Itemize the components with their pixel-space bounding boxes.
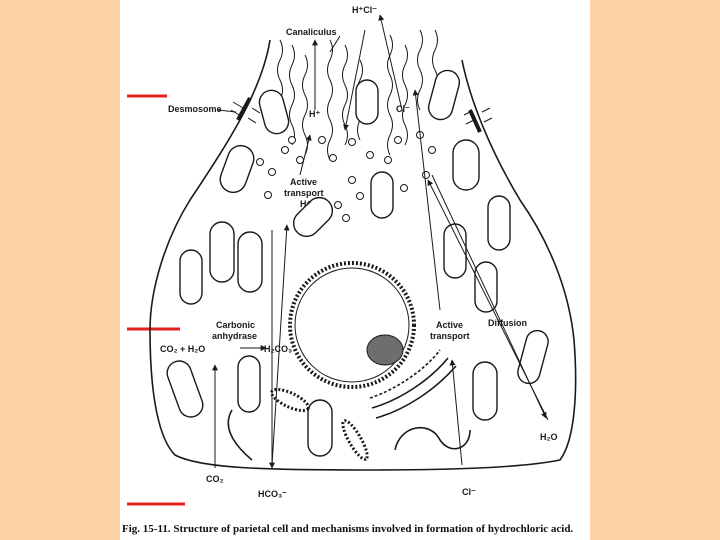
nucleus xyxy=(290,263,414,387)
label-canaliculus: Canaliculus xyxy=(286,27,337,37)
label-carbonic: Carbonic xyxy=(216,320,255,330)
label-co2: CO₂ xyxy=(206,474,224,484)
label-h2o: H₂O xyxy=(540,432,558,442)
label-h-plus-apical: H⁺ xyxy=(309,109,320,119)
label-hco3: HCO₃⁻ xyxy=(258,489,287,499)
desmosome-right xyxy=(464,108,492,132)
label-active-transport-h-line1: Active xyxy=(290,177,317,187)
label-active-transport-cl-line2: transport xyxy=(430,331,470,341)
label-active-transport-cl-line1: Active xyxy=(436,320,463,330)
label-anhydrase: anhydrase xyxy=(212,331,257,341)
label-h2co3: H₂CO₃ xyxy=(264,344,292,354)
label-diffusion: Diffusion xyxy=(488,318,527,328)
label-h-plus-transport: H⁺ xyxy=(300,199,311,209)
label-cl-minus-basal: Cl⁻ xyxy=(462,487,476,497)
figure-caption: Fig. 15-11. Structure of parietal cell a… xyxy=(122,523,573,535)
label-hcl-top: H⁺Cl⁻ xyxy=(352,5,377,15)
label-desmosome: Desmosome xyxy=(168,104,222,114)
label-cl-minus-apical: Cl⁻ xyxy=(396,104,410,114)
vesicles xyxy=(257,132,436,222)
label-co2-h2o: CO₂ + H₂O xyxy=(160,344,205,354)
label-active-transport-h-line2: transport xyxy=(284,188,324,198)
